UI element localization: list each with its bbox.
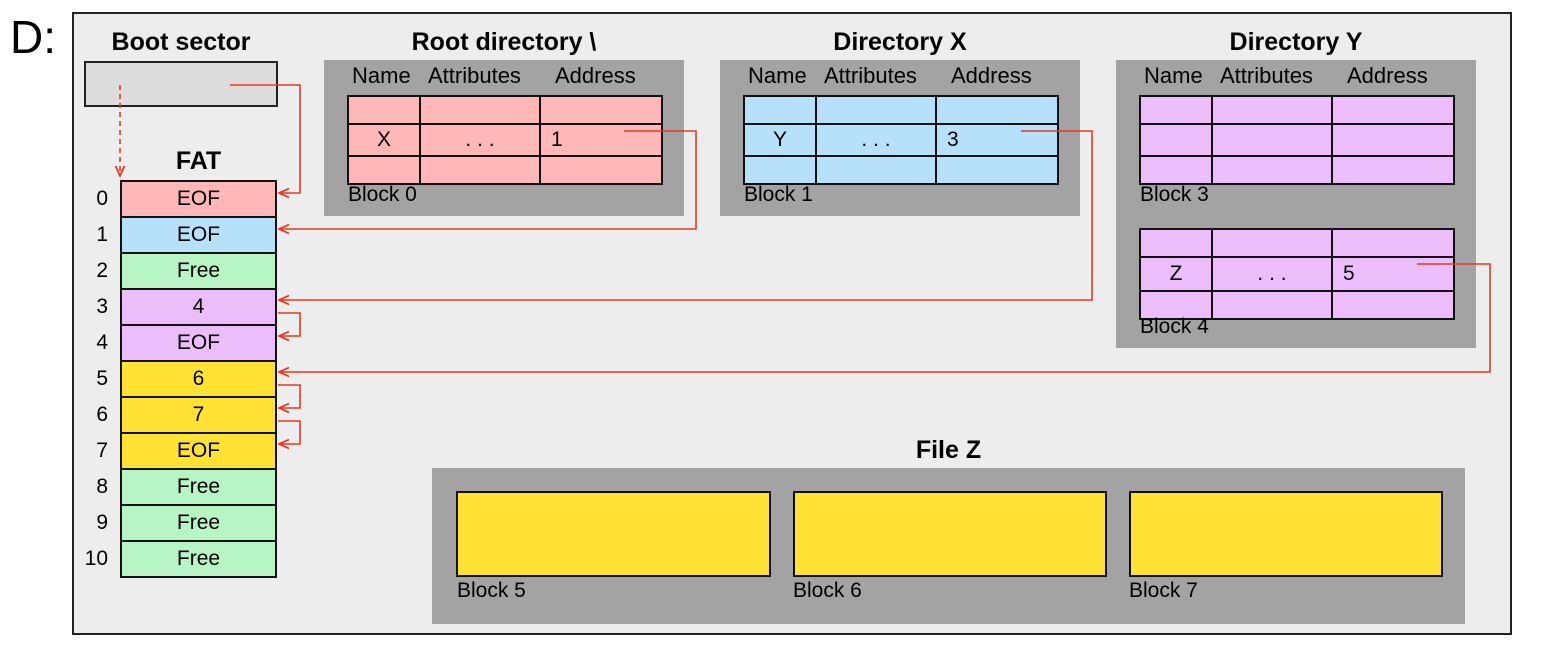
- fat-title: FAT: [175, 147, 222, 175]
- diry-col-name: Name: [1144, 63, 1203, 88]
- diry-col-address: Address: [1347, 63, 1428, 88]
- fat5-to-fat6-arrow: [278, 384, 301, 408]
- fat-index-10: 10: [84, 547, 108, 570]
- fat-index-7: 7: [96, 439, 108, 462]
- file-z-block-7-label: Block 7: [1129, 579, 1198, 602]
- fat-index-1: 1: [96, 223, 108, 246]
- dirx-entry-attributes: . . .: [815, 123, 937, 157]
- dirx-entry-address: 3: [935, 123, 1059, 157]
- dirx-block-label: Block 1: [744, 183, 813, 206]
- diry-entry-name: Z: [1139, 256, 1213, 292]
- root-col-address: Address: [555, 63, 636, 88]
- fat-entry-8: Free: [122, 470, 275, 506]
- fat-index-3: 3: [96, 295, 108, 318]
- root-directory-title: Root directory \: [411, 28, 597, 56]
- root-col-name: Name: [352, 63, 411, 88]
- fat-entry-7: EOF: [122, 434, 275, 470]
- fat-entry-3: 4: [122, 290, 275, 326]
- dirx-entry-row: Y . . . 3: [743, 123, 1059, 157]
- fat-index-0: 0: [96, 187, 108, 210]
- root-entry-name: X: [347, 123, 421, 157]
- fat-index-2: 2: [96, 259, 108, 282]
- file-z-block-6: [793, 491, 1107, 577]
- diry-col-attributes: Attributes: [1220, 63, 1313, 88]
- root-x-to-fat1-arrow: [279, 130, 697, 229]
- diry-entry-row: Z . . . 5: [1139, 256, 1455, 292]
- file-z-title: File Z: [915, 436, 982, 464]
- directory-y-title: Directory Y: [1229, 28, 1363, 56]
- fat-index-4: 4: [96, 331, 108, 354]
- diry-entry-attributes: . . .: [1211, 256, 1333, 292]
- fat3-to-fat4-arrow: [278, 312, 301, 336]
- boot-sector-box: [84, 61, 278, 107]
- directory-x-table: Y . . . 3: [743, 95, 1059, 185]
- file-z-block-5-label: Block 5: [457, 579, 526, 602]
- diry-block3-label: Block 3: [1140, 183, 1209, 206]
- dirx-col-name: Name: [748, 63, 807, 88]
- root-block-label: Block 0: [348, 183, 417, 206]
- fat6-to-fat7-arrow: [278, 420, 301, 444]
- dirx-entry-name: Y: [743, 123, 817, 157]
- root-entry-attributes: . . .: [419, 123, 541, 157]
- root-directory-table: X . . . 1: [347, 95, 663, 185]
- boot-to-fat0-arrow: [230, 84, 301, 193]
- fat-entry-2: Free: [122, 254, 275, 290]
- file-z-block-6-label: Block 6: [793, 579, 862, 602]
- directory-y-block3-table: [1139, 95, 1455, 185]
- root-col-attributes: Attributes: [428, 63, 521, 88]
- fat-entry-9: Free: [122, 506, 275, 542]
- diry-entry-address: 5: [1331, 256, 1455, 292]
- fat-index-8: 8: [96, 475, 108, 498]
- fat-entry-10: Free: [122, 542, 275, 576]
- dirx-col-attributes: Attributes: [824, 63, 917, 88]
- file-z-block-7: [1129, 491, 1443, 577]
- fat-entry-5: 6: [122, 362, 275, 398]
- fat-entry-4: EOF: [122, 326, 275, 362]
- dirx-y-to-fat3-arrow: [279, 130, 1093, 300]
- fat-entry-0: EOF: [122, 182, 275, 218]
- fat-index-9: 9: [96, 511, 108, 534]
- fat-index-6: 6: [96, 403, 108, 426]
- diry-block4-label: Block 4: [1140, 315, 1209, 338]
- dirx-col-address: Address: [951, 63, 1032, 88]
- drive-label: D:: [10, 11, 56, 63]
- fat-entry-6: 7: [122, 398, 275, 434]
- root-entry-address: 1: [539, 123, 663, 157]
- file-z-block-5: [456, 491, 771, 577]
- boot-sector-title: Boot sector: [111, 28, 251, 56]
- directory-y-block4-table: Z . . . 5: [1139, 228, 1455, 320]
- fat-index-5: 5: [96, 367, 108, 390]
- directory-x-title: Directory X: [833, 28, 967, 56]
- diry-z-to-fat5-arrow: [279, 263, 1491, 372]
- fat-entry-1: EOF: [122, 218, 275, 254]
- root-entry-row: X . . . 1: [347, 123, 663, 157]
